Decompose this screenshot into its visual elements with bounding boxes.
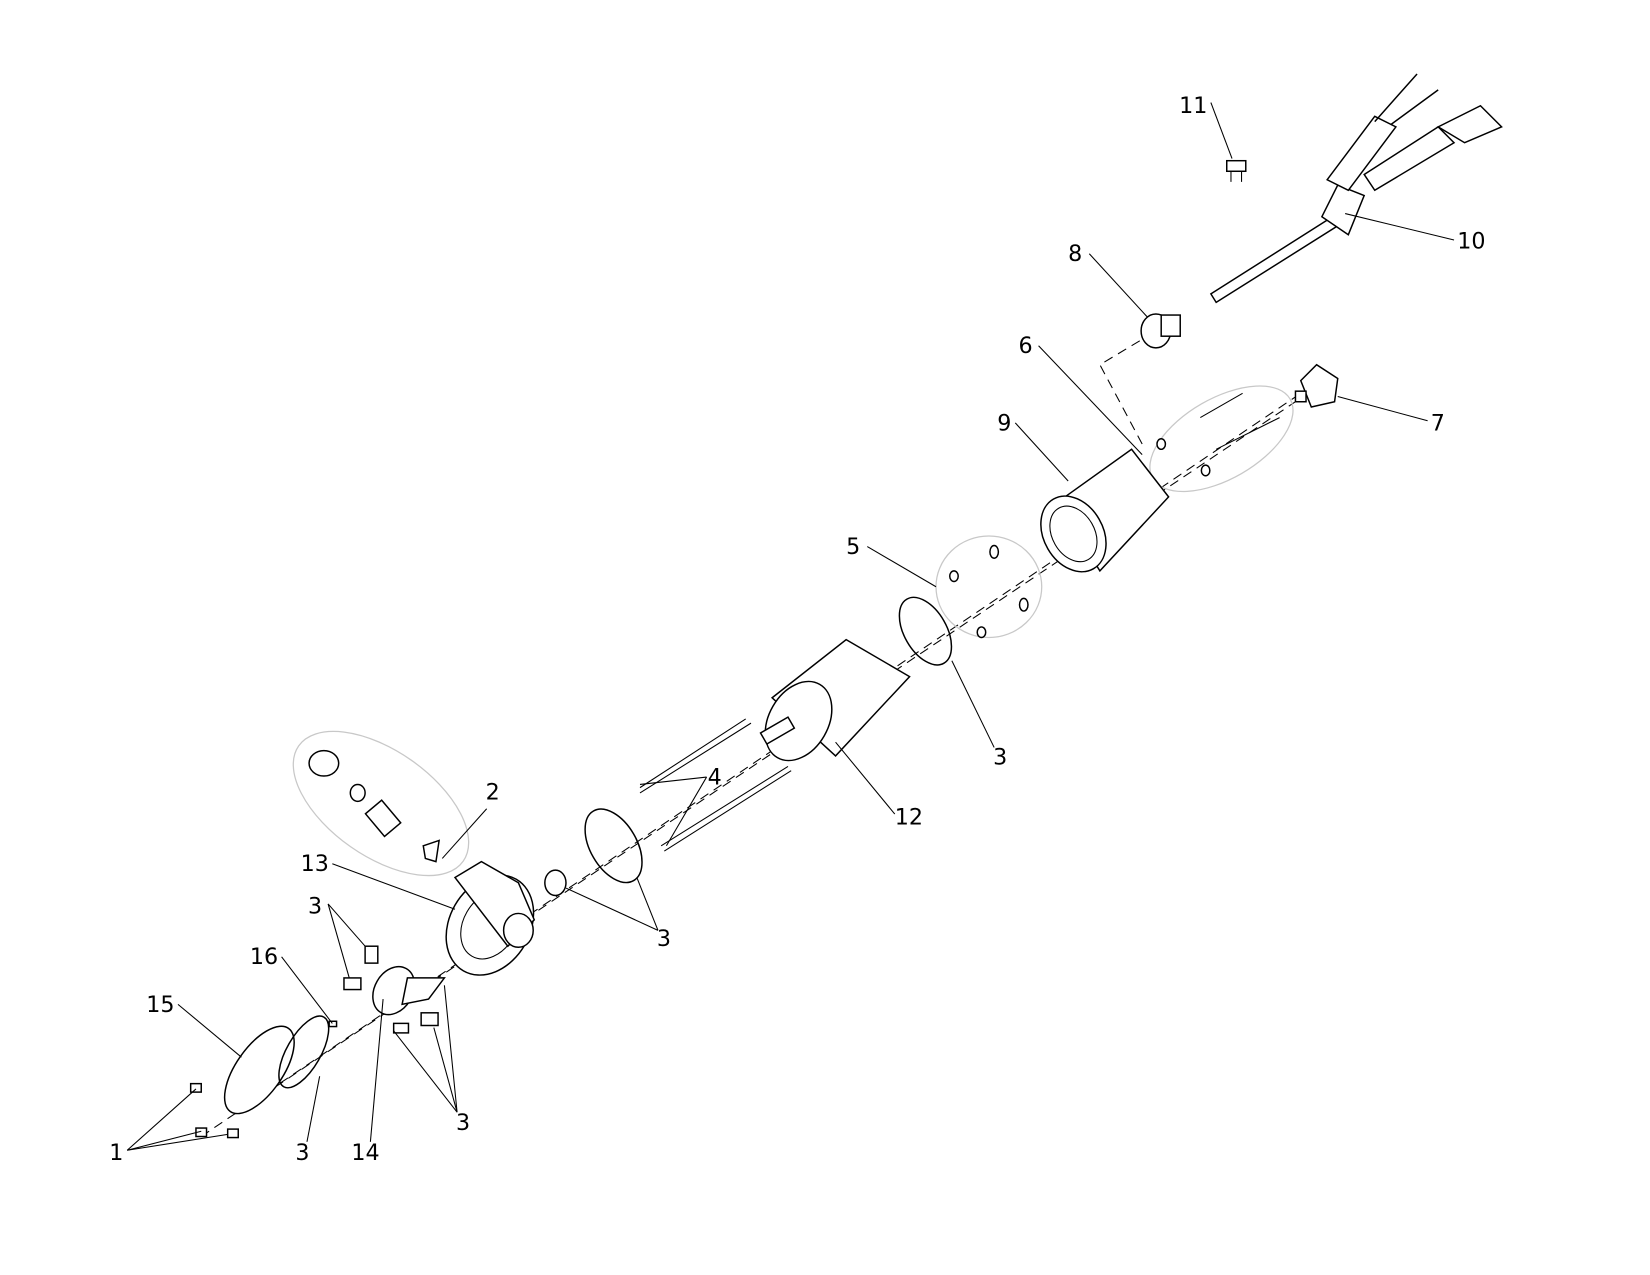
leader-line-c3b: [433, 1027, 458, 1113]
part-14-impeller: [343, 945, 446, 1034]
part-8-cable-gland: [1140, 313, 1181, 349]
callout-c4: 4: [708, 764, 722, 790]
leader-line-c3a: [306, 1076, 321, 1142]
callout-c5: 5: [846, 534, 860, 560]
callout-c3c: 3: [308, 893, 322, 919]
leader-line-c1: [127, 1130, 202, 1151]
callout-c16: 16: [250, 944, 278, 970]
part-15-cover-plate: [223, 1025, 295, 1115]
leader-line-c13: [332, 863, 456, 910]
callout-c1: 1: [109, 1140, 123, 1166]
callout-c8: 8: [1068, 241, 1082, 267]
part-13-pump-head: [445, 860, 536, 976]
leader-line-c3e: [951, 660, 995, 748]
part-7-switch: [1294, 363, 1339, 408]
callout-c6: 6: [1018, 333, 1032, 359]
callout-c3a: 3: [295, 1140, 309, 1166]
callout-c10: 10: [1457, 228, 1485, 254]
callout-c11: 11: [1179, 93, 1207, 119]
leader-line-c8: [1088, 253, 1148, 318]
callout-c12: 12: [895, 805, 923, 831]
part-5-screws: [949, 544, 1029, 639]
leader-line-c3d: [636, 877, 659, 931]
leader-line-c3c: [327, 903, 350, 979]
callout-c2: 2: [486, 779, 500, 805]
part-12-motor: [759, 638, 911, 762]
part-4-rod: [660, 766, 792, 852]
callout-c3b: 3: [456, 1110, 470, 1136]
leader-line-c1: [127, 1133, 228, 1151]
group-outline-5: [935, 535, 1043, 639]
leader-line-c12: [835, 741, 896, 815]
part-11-fuse: [1226, 159, 1247, 182]
callout-leaders: [126, 102, 1455, 1151]
callout-c15: 15: [146, 992, 174, 1018]
callout-c3d: 3: [657, 926, 671, 952]
part-4-rod: [639, 718, 752, 794]
leader-line-c4: [639, 776, 707, 785]
callout-c14: 14: [351, 1140, 379, 1166]
leader-line-c11: [1210, 102, 1233, 159]
part-3-o-ring: [898, 596, 953, 666]
leader-line-c16: [281, 956, 333, 1024]
callout-c3e: 3: [993, 744, 1007, 770]
leader-line-c3b: [443, 985, 458, 1113]
leader-line-c3c: [327, 903, 366, 947]
callout-c13: 13: [301, 851, 329, 877]
leader-line-c3b: [393, 1030, 458, 1113]
leader-line-c7: [1337, 395, 1428, 422]
leader-line-c4: [665, 776, 708, 847]
part-9-end-cap: [1040, 448, 1170, 573]
group-outline-2: [292, 730, 470, 877]
leader-line-c15: [177, 1003, 242, 1058]
part-6-screws: [1156, 392, 1280, 477]
callout-c9: 9: [997, 410, 1011, 436]
callout-c7: 7: [1431, 410, 1445, 436]
part-2-check-valve: [308, 749, 441, 863]
leader-line-c5: [867, 546, 937, 588]
leader-line-c10: [1345, 213, 1455, 241]
part-3-o-ring: [278, 1015, 330, 1089]
leader-line-c9: [1014, 422, 1069, 482]
part-10-cable-clamps: [1209, 73, 1503, 304]
leader-line-c1: [126, 1088, 197, 1151]
leader-line-c2: [441, 808, 488, 859]
part-16-key: [328, 1020, 338, 1028]
part-3-o-ring: [584, 808, 643, 884]
leader-line-c14: [369, 999, 384, 1142]
leader-line-c6: [1038, 345, 1143, 455]
leader-line-c3d: [565, 887, 659, 931]
part-3-bearing: [544, 869, 567, 897]
